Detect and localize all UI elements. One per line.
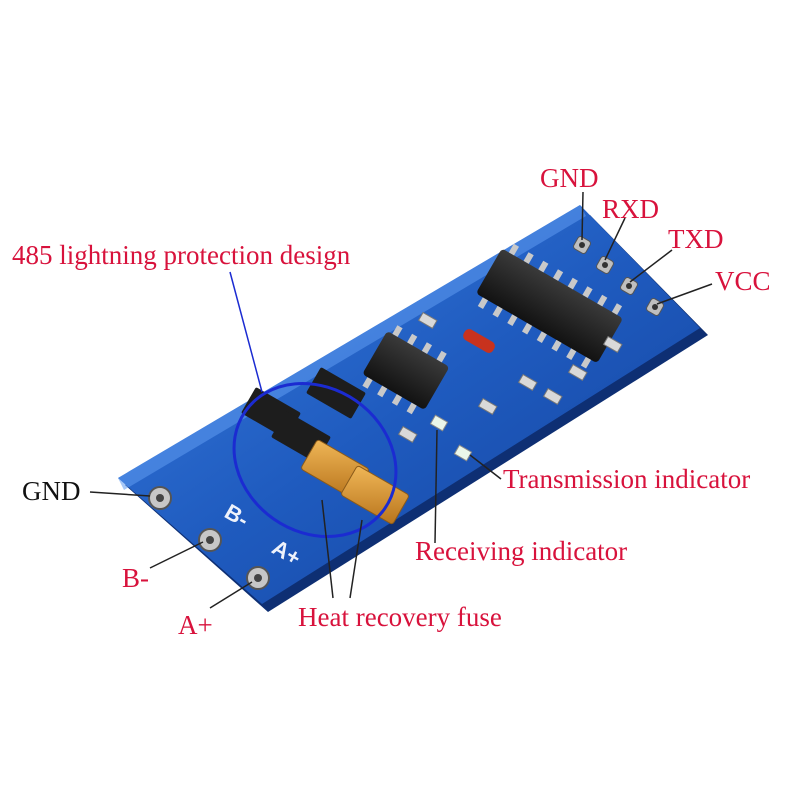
label-lightning-protection: 485 lightning protection design — [12, 240, 351, 270]
smd-passives — [397, 311, 623, 444]
diode — [463, 329, 495, 353]
label-gnd-left: GND — [22, 476, 81, 506]
screw-pads — [148, 486, 270, 590]
leader-lines — [229, 271, 263, 393]
label-heat-recovery-fuse: Heat recovery fuse — [298, 602, 502, 632]
label-vcc: VCC — [715, 266, 771, 296]
leader-lines-dark — [89, 191, 713, 609]
label-a-plus: A+ — [178, 610, 213, 640]
highlight-ellipse — [232, 381, 398, 539]
resettable-fuses — [301, 439, 409, 525]
soic16-chip — [477, 243, 623, 369]
label-gnd-top: GND — [540, 163, 599, 193]
soic8-chip — [362, 325, 449, 415]
label-b-minus: B- — [122, 563, 149, 593]
label-receiving-indicator: Receiving indicator — [415, 536, 628, 566]
label-rxd: RXD — [602, 194, 660, 224]
label-transmission-indicator: Transmission indicator — [503, 464, 751, 494]
led-indicators — [429, 414, 473, 462]
label-txd: TXD — [668, 224, 724, 254]
